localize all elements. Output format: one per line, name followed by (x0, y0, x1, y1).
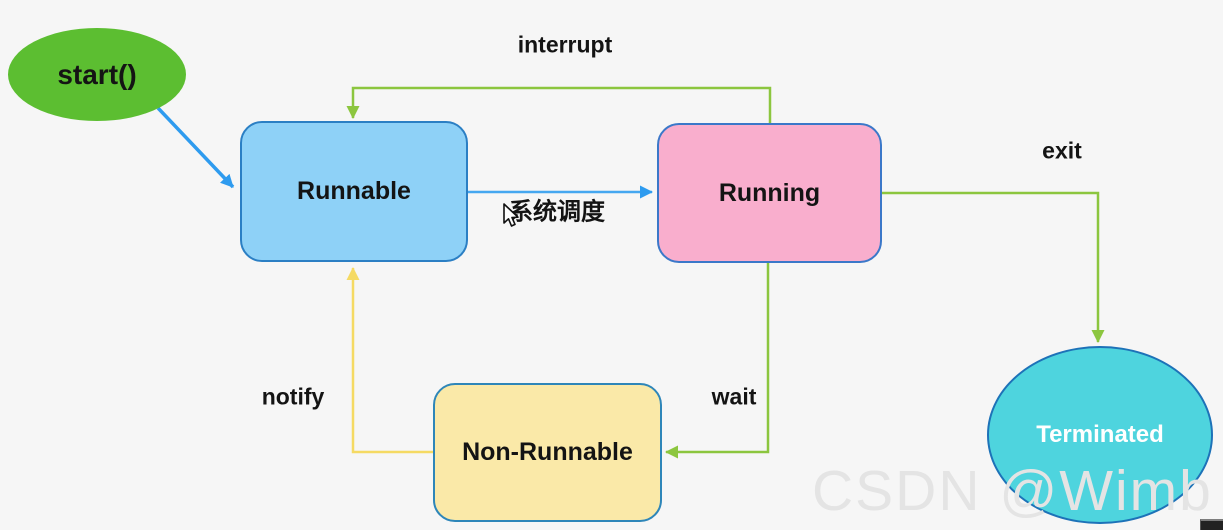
edge-label-interrupt: interrupt (517, 31, 613, 58)
corner-overlay (1200, 519, 1223, 530)
edge-start-to-runnable (156, 106, 235, 189)
node-start: start() (8, 28, 186, 121)
edge-label-notify: notify (261, 383, 325, 410)
node-terminated: Terminated (987, 346, 1213, 524)
node-running: Running (657, 123, 882, 263)
watermark: CSDN @Wimb (812, 459, 1213, 523)
edge-label-exit: exit (1042, 137, 1082, 164)
edge-label-schedule: 系统调度 (509, 198, 605, 226)
node-running-label: Running (718, 178, 821, 207)
edge-label-wait: wait (711, 383, 757, 410)
node-runnable-label: Runnable (297, 177, 411, 205)
edge-interrupt (346, 86, 772, 123)
edge-wait (665, 263, 770, 459)
node-non-runnable: Non-Runnable (433, 383, 662, 522)
mouse-cursor-icon (503, 203, 519, 227)
edge-exit (882, 191, 1105, 343)
edge-notify (346, 267, 433, 454)
node-runnable: Runnable (240, 121, 468, 262)
node-terminated-label: Terminated (1036, 421, 1164, 448)
node-start-label: start() (57, 58, 137, 90)
node-non-runnable-label: Non-Runnable (462, 438, 633, 466)
